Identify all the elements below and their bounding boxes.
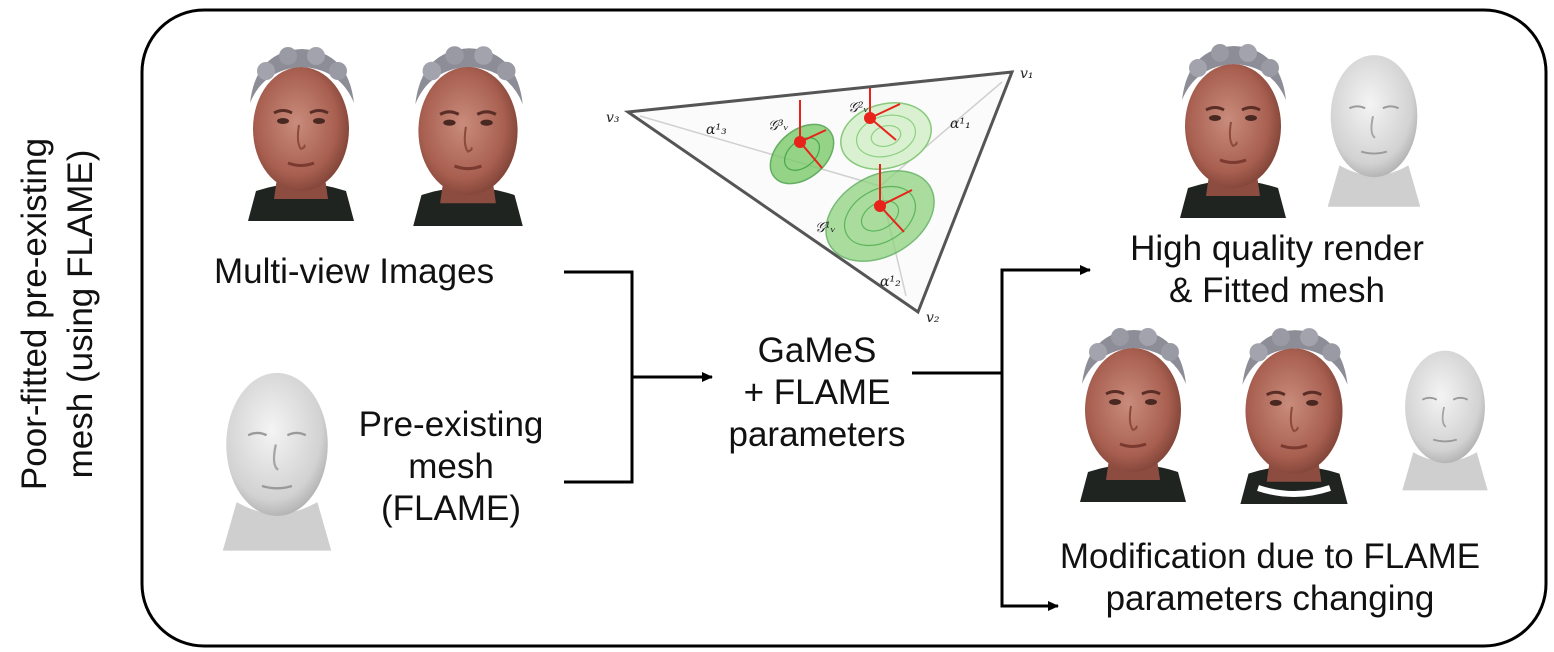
- gaussian-label-1: 𝒢¹ᵥ: [815, 220, 836, 236]
- gaussian-center-2: [864, 112, 876, 124]
- alpha-label-1: α¹₁: [950, 116, 971, 132]
- modified-mesh-image: [1401, 349, 1489, 492]
- outer-frame: [140, 8, 1548, 648]
- pre-existing-mesh-label: Pre-existing mesh (FLAME): [346, 404, 556, 530]
- input-face-side-image: [411, 44, 525, 226]
- mesh-label-line2: mesh: [408, 447, 494, 486]
- gaussian-ellipse-2: [840, 102, 932, 170]
- modified-face-2-image: [1238, 326, 1350, 504]
- render-label-line2: & Fitted mesh: [1169, 271, 1385, 310]
- gaussian-label-2: 𝒢²ᵥ: [848, 100, 869, 116]
- modification-label-line2: parameters changing: [1105, 579, 1435, 618]
- games-label-line1: GaMeS: [757, 331, 877, 370]
- games-flame-label: GaMeS + FLAME parameters: [712, 330, 922, 456]
- mesh-label-line3: (FLAME): [381, 489, 521, 528]
- games-label-line3: parameters: [728, 415, 906, 454]
- connector-lines: [564, 265, 1091, 611]
- input-face-front-image: [246, 45, 356, 223]
- gaussian-center-3: [794, 136, 806, 148]
- render-label-line1: High quality render: [1130, 229, 1424, 268]
- side-label-line2: mesh (using FLAME): [61, 149, 100, 479]
- vertex-label-v1: v₁: [1020, 66, 1034, 82]
- side-label-line1: Poor-fitted pre-existing: [15, 137, 54, 491]
- arrow-to-render: [1000, 265, 1091, 606]
- gaussian-label-3: 𝒢³ᵥ: [768, 118, 789, 134]
- alpha-label-3: α¹₃: [706, 122, 727, 138]
- multi-view-images-label: Multi-view Images: [214, 252, 495, 291]
- flame-mesh-image: [221, 371, 333, 552]
- smile-teeth: [1257, 485, 1331, 497]
- modification-label: Modification due to FLAME parameters cha…: [1022, 536, 1518, 620]
- arrow-to-modification: [1000, 600, 1059, 611]
- gaussian-center-1: [874, 200, 886, 212]
- render-label: High quality render & Fitted mesh: [1104, 228, 1450, 312]
- gaussian-ellipse-3: [769, 123, 835, 185]
- games-label-line2: + FLAME: [743, 373, 891, 412]
- side-label: Poor-fitted pre-existing mesh (using FLA…: [8, 114, 108, 514]
- output-render-image: [1178, 42, 1288, 220]
- modified-face-1-image: [1078, 326, 1188, 502]
- output-fitted-mesh-image: [1326, 54, 1422, 208]
- vertex-label-v2: v₂: [926, 310, 940, 326]
- alpha-label-2: α¹₂: [880, 274, 901, 290]
- mesh-label-line1: Pre-existing: [358, 405, 544, 444]
- modification-label-line1: Modification due to FLAME: [1059, 537, 1481, 576]
- gaussian-triangle-diagram: v₁ v₂ v₃ 𝒢¹ᵥ 𝒢²ᵥ 𝒢³ᵥ α¹₁ α¹₂ α¹₃: [606, 66, 1034, 326]
- vertex-label-v3: v₃: [606, 110, 620, 126]
